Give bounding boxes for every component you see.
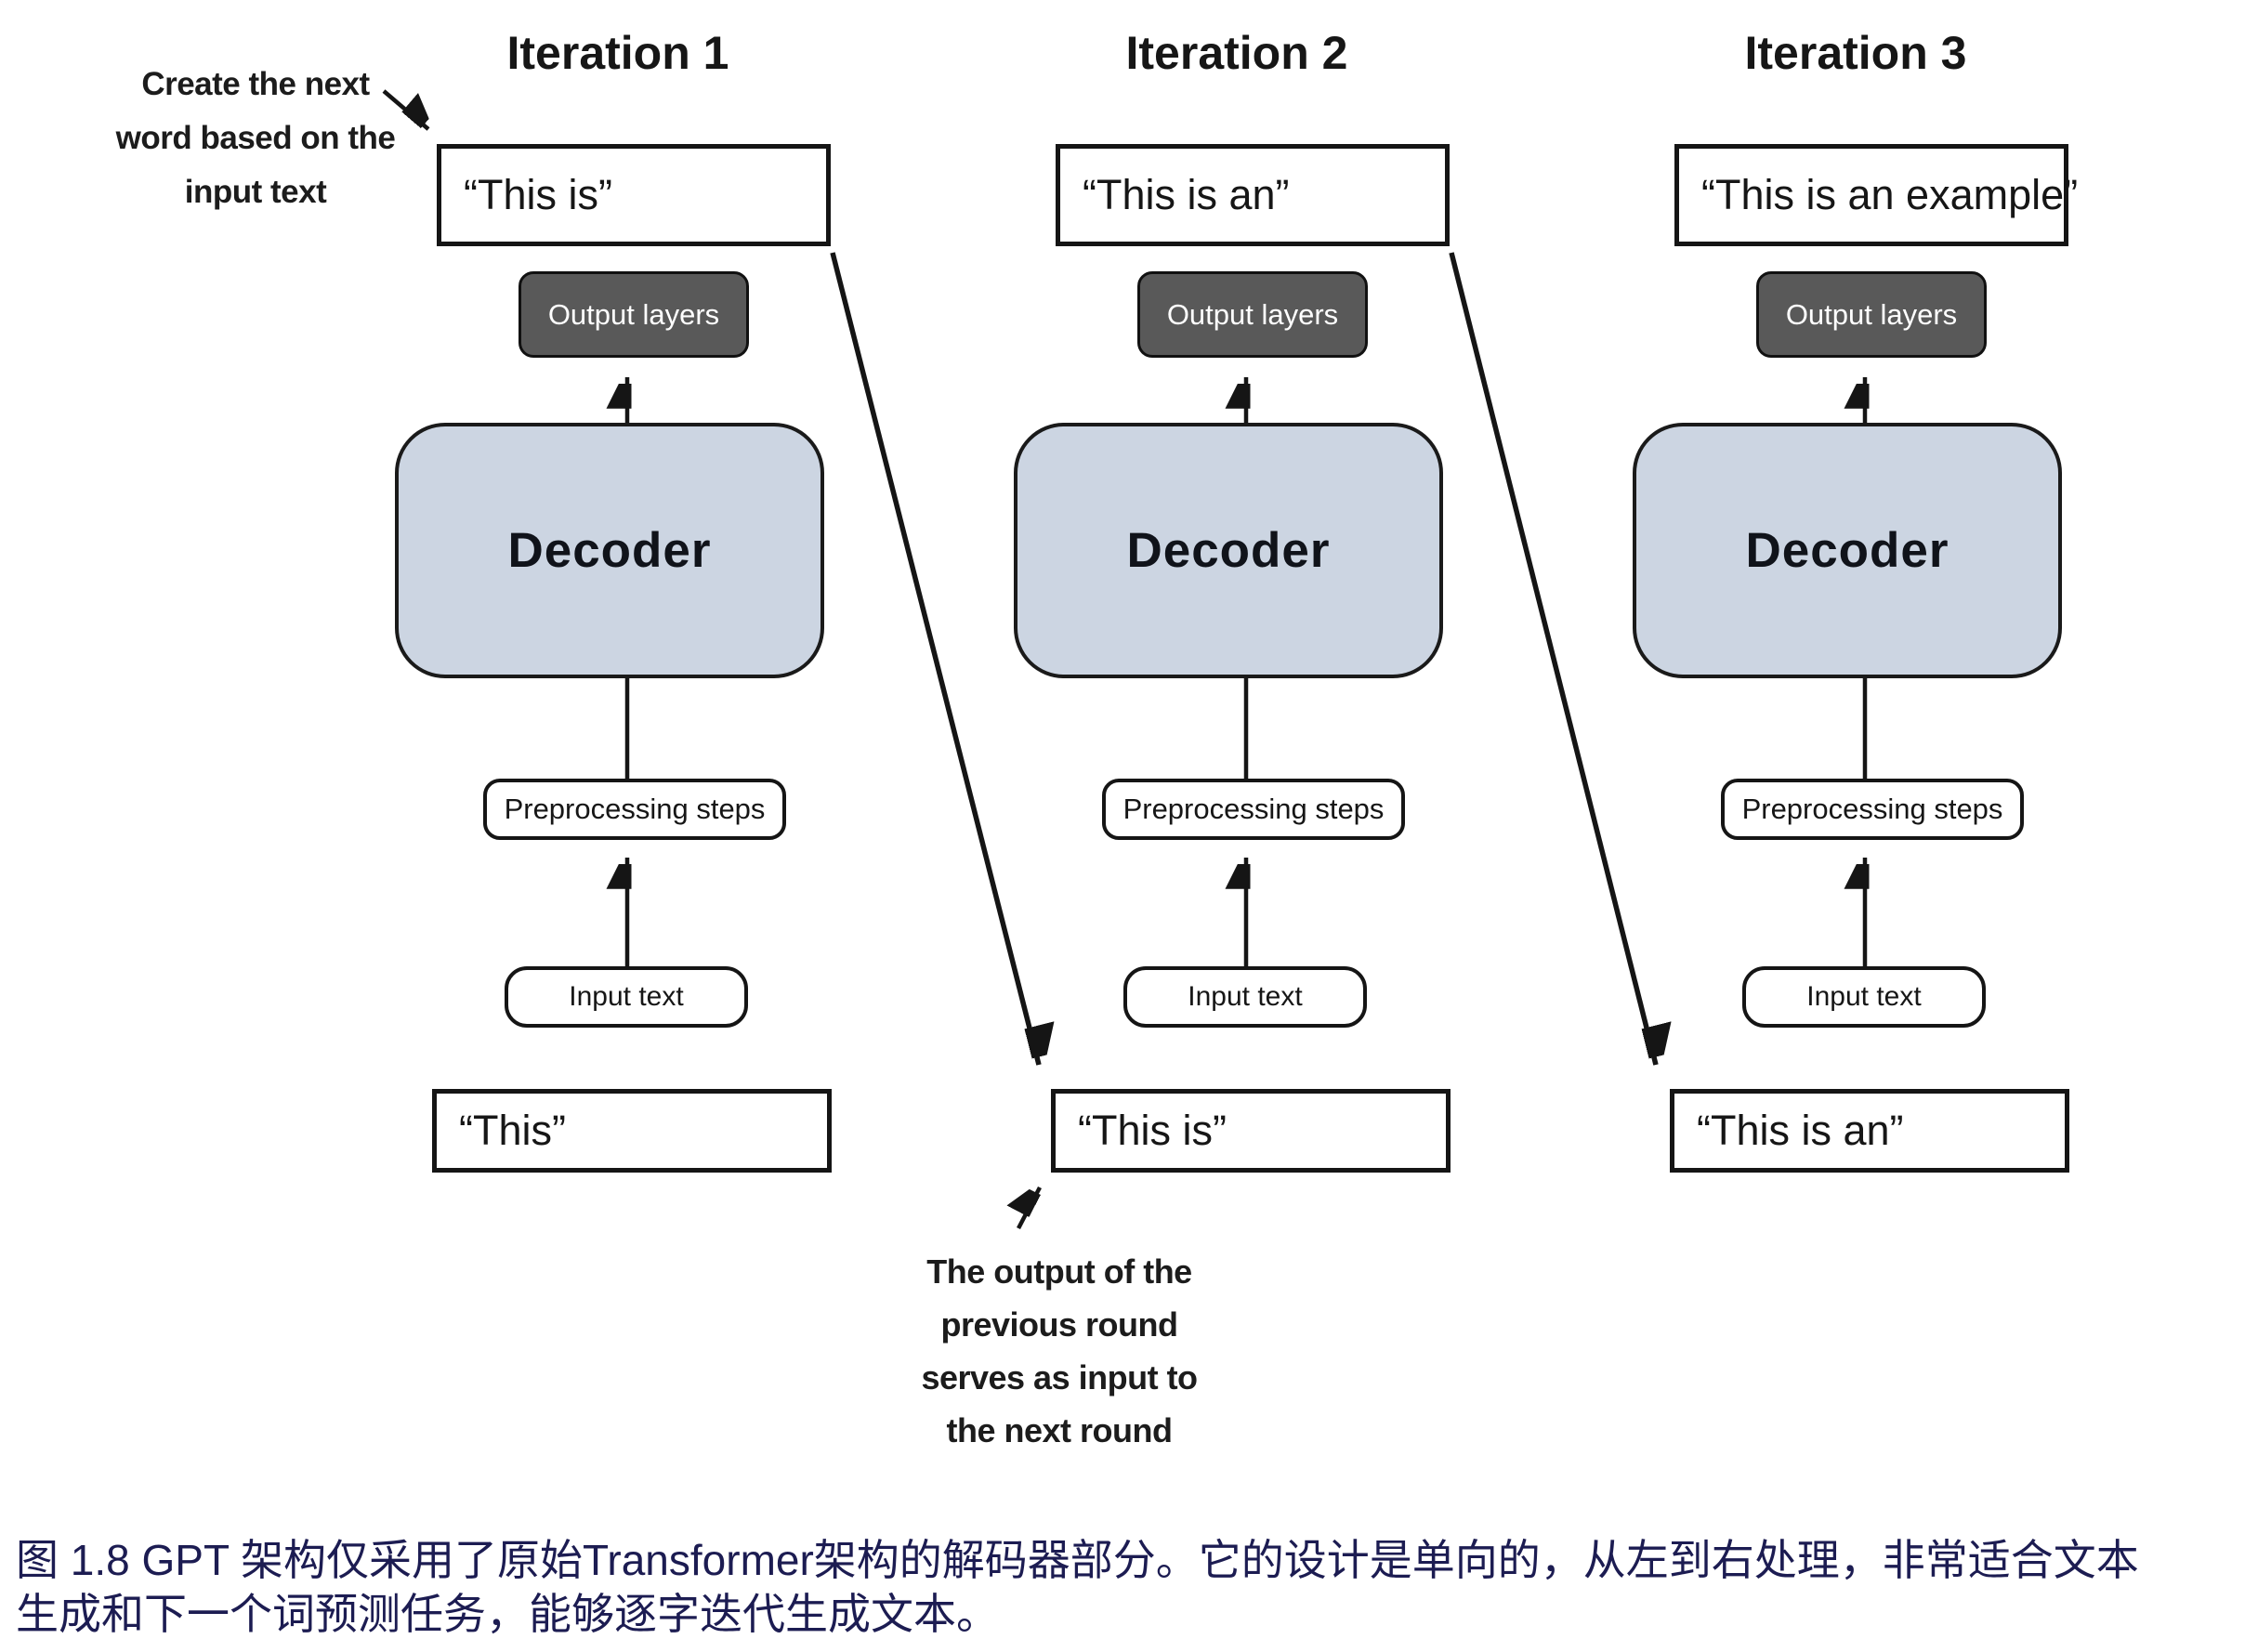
decoder-box: Decoder bbox=[1014, 423, 1443, 678]
iteration-column-2: Iteration 2 “This is an” Output layers D… bbox=[619, 0, 1511, 1301]
annotation-line: Create the next bbox=[141, 66, 370, 102]
output-text-box: “This is an example” bbox=[1674, 144, 2078, 246]
input-text-box: Input text bbox=[1123, 966, 1367, 1028]
iteration-title: Iteration 1 bbox=[506, 27, 729, 79]
annotation-create-next-word: Create the next word based on the input … bbox=[98, 58, 414, 219]
annotation-line: The output of the bbox=[926, 1252, 1192, 1291]
output-layers-box: Output layers bbox=[1137, 271, 1368, 358]
output-text: “This is an example” bbox=[1701, 171, 2079, 218]
input-string: “This is an” bbox=[1697, 1107, 1904, 1154]
input-string: “This is” bbox=[1078, 1107, 1227, 1154]
input-string: “This” bbox=[459, 1107, 566, 1154]
output-text-box: “This is” bbox=[437, 144, 831, 246]
output-text: “This is an” bbox=[1083, 171, 1290, 218]
output-text-box: “This is an” bbox=[1056, 144, 1450, 246]
preprocessing-steps-box: Preprocessing steps bbox=[483, 779, 786, 840]
annotation-line: serves as input to bbox=[921, 1358, 1198, 1396]
input-string-box: “This” bbox=[432, 1089, 832, 1173]
output-text: “This is” bbox=[464, 171, 612, 218]
output-layers-box: Output layers bbox=[519, 271, 749, 358]
annotation-line: previous round bbox=[940, 1305, 1178, 1344]
output-layers-box: Output layers bbox=[1756, 271, 1987, 358]
input-string-box: “This is” bbox=[1051, 1089, 1451, 1173]
annotation-line: input text bbox=[184, 174, 327, 210]
iteration-title: Iteration 2 bbox=[1125, 27, 1348, 79]
input-string-box: “This is an” bbox=[1670, 1089, 2069, 1173]
decoder-box: Decoder bbox=[395, 423, 824, 678]
caption-line-1: 图 1.8 GPT 架构仅采用了原始Transformer架构的解码器部分。它的… bbox=[16, 1536, 2139, 1584]
annotation-line: the next round bbox=[946, 1411, 1174, 1449]
iteration-column-3: Iteration 3 “This is an example” Output … bbox=[1238, 0, 2130, 1301]
decoder-box: Decoder bbox=[1633, 423, 2062, 678]
preprocessing-steps-box: Preprocessing steps bbox=[1721, 779, 2024, 840]
iteration-column-1: Iteration 1 “This is” Output layers Deco… bbox=[0, 0, 892, 1301]
caption-line-2: 生成和下一个词预测任务，能够逐字迭代生成文本。 bbox=[16, 1590, 999, 1638]
annotation-line: word based on the bbox=[115, 120, 396, 156]
annotation-previous-round: The output of the previous round serves … bbox=[915, 1245, 1203, 1457]
preprocessing-steps-box: Preprocessing steps bbox=[1102, 779, 1405, 840]
input-text-box: Input text bbox=[1742, 966, 1986, 1028]
figure-caption: 图 1.8 GPT 架构仅采用了原始Transformer架构的解码器部分。它的… bbox=[16, 1533, 2246, 1641]
iteration-title: Iteration 3 bbox=[1744, 27, 1967, 79]
input-text-box: Input text bbox=[505, 966, 748, 1028]
